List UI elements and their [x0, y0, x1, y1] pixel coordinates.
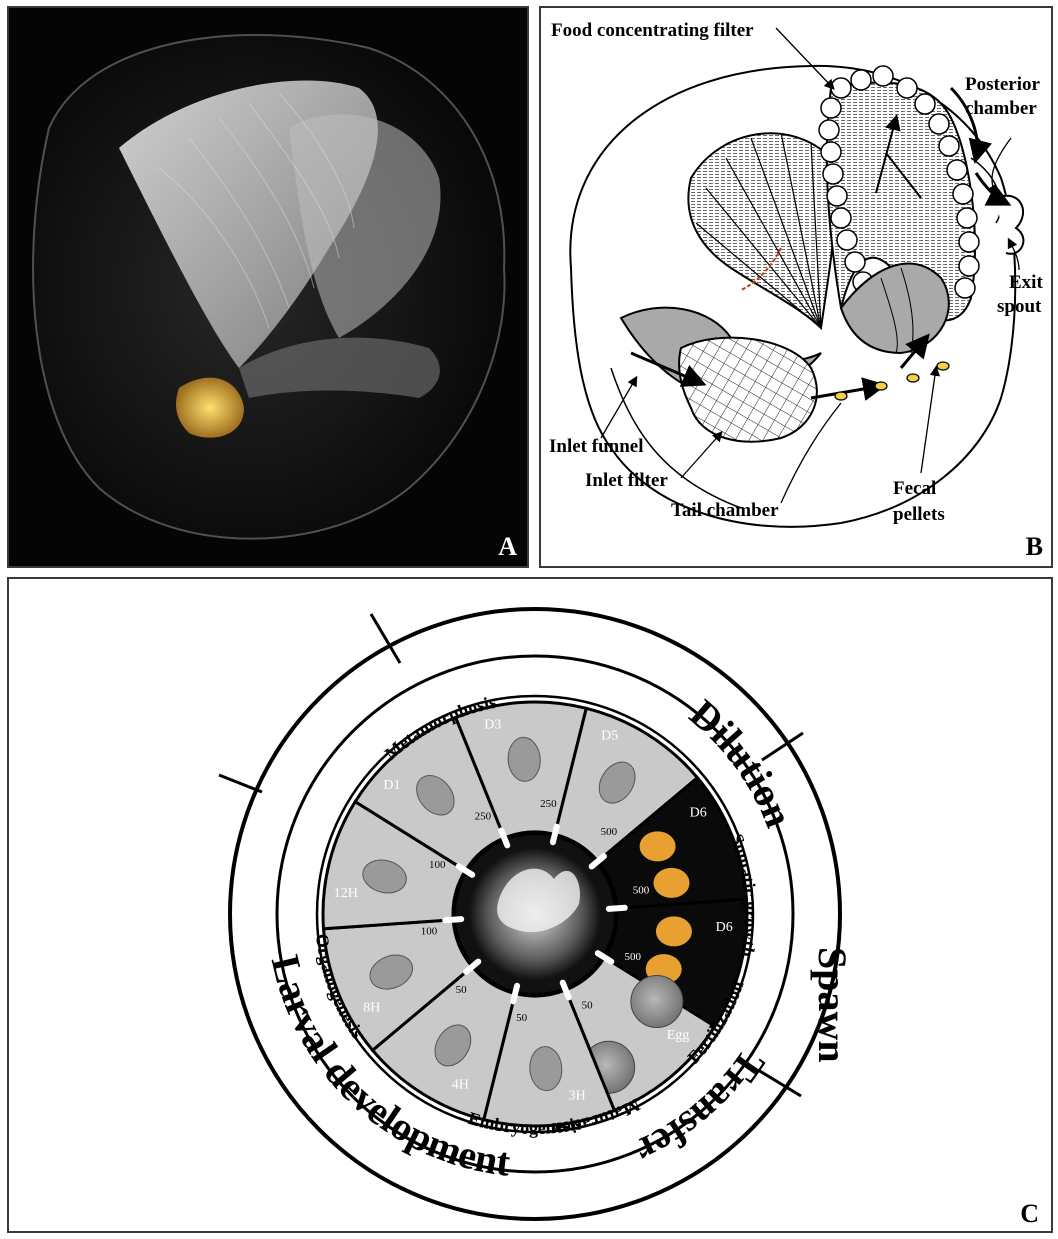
label-pellets: pellets — [893, 504, 945, 525]
scale-bar-label: 500 — [633, 885, 650, 897]
ring-tick — [609, 908, 625, 909]
stage-label: Egg — [667, 1028, 690, 1043]
house-schematic: Food concentrating filter Posterior cham… — [541, 8, 1051, 566]
stage-label: D3 — [484, 718, 501, 733]
stage-label: D1 — [383, 778, 400, 793]
panel-a-photo: A — [7, 6, 529, 568]
ring-tick — [553, 827, 557, 843]
scale-bar-label: 250 — [475, 810, 492, 822]
panel-letter: C — [1020, 1199, 1039, 1229]
stage-label: 3H — [569, 1088, 586, 1103]
adult-organism — [654, 868, 690, 898]
adult-organism — [656, 916, 692, 946]
scale-bar-label: 100 — [429, 859, 446, 871]
scale-bar-label: 250 — [540, 798, 557, 810]
stage-label: D5 — [601, 728, 618, 743]
house-photo-illustration — [9, 8, 527, 566]
panel-b-schematic: Food concentrating filter Posterior cham… — [539, 6, 1053, 568]
stage-label: D6 — [690, 806, 707, 821]
adult-organism — [640, 831, 676, 861]
stage-label: D6 — [716, 920, 733, 935]
stage-label: 12H — [334, 886, 358, 901]
egg — [631, 975, 683, 1027]
scale-bar-label: 50 — [582, 1000, 594, 1012]
scale-bar-label: 50 — [456, 984, 468, 996]
ring-tick — [445, 919, 461, 920]
stage-label: 8H — [363, 1000, 380, 1015]
label-food-concentrating-filter: Food concentrating filter — [551, 20, 754, 41]
life-cycle-wheel: D3250D5500D6500D6500Egg503H504H508H10012… — [9, 579, 1051, 1231]
label-inlet-funnel: Inlet funnel — [549, 436, 644, 457]
scale-bar-label: 500 — [601, 826, 618, 838]
label-posterior: Posterior — [965, 74, 1040, 95]
stage-label: 4H — [452, 1078, 469, 1093]
label-exit: Exit — [1009, 272, 1043, 293]
label-fecal: Fecal — [893, 478, 936, 499]
label-tail-chamber: Tail chamber — [671, 500, 779, 521]
scale-bar-label: 500 — [625, 951, 642, 963]
scale-bar-label: 100 — [421, 925, 438, 937]
label-spawn: Spawn — [810, 947, 855, 1063]
label-chamber: chamber — [965, 98, 1037, 119]
panel-letter: B — [1026, 532, 1043, 562]
panel-letter: A — [498, 532, 517, 562]
label-spout: spout — [997, 296, 1042, 317]
ring-tick — [513, 986, 517, 1002]
label-inlet-filter: Inlet filter — [585, 470, 668, 491]
scale-bar-label: 50 — [516, 1012, 528, 1024]
